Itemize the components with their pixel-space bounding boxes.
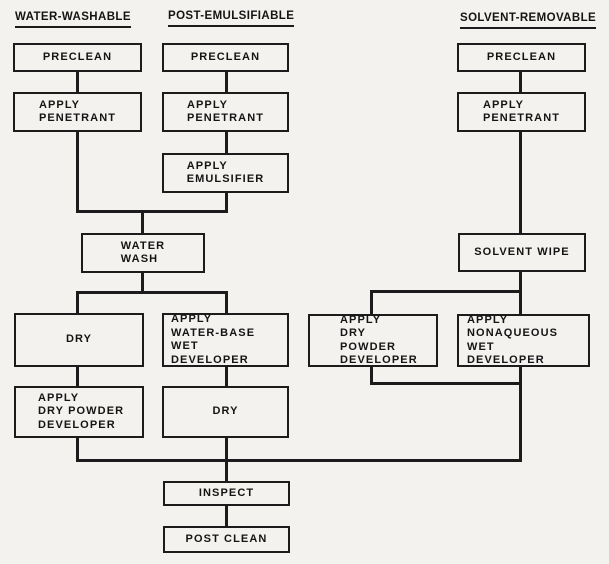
node-pe-apply-water-base-wet-developer: APPLY WATER-BASE WET DEVELOPER [162, 313, 289, 367]
connector-ww-dry-developer [76, 366, 79, 386]
node-ww-apply-penetrant: APPLY PENETRANT [13, 92, 142, 132]
node-label: APPLY PENETRANT [38, 98, 117, 125]
node-label: APPLY WATER-BASE WET DEVELOPER [171, 313, 256, 366]
node-label: PRECLEAN [190, 50, 261, 63]
node-label: APPLY NONAQUEOUS WET DEVELOPER [467, 313, 559, 367]
node-sr-apply-dry-powder-developer: APPLY DRY POWDER DEVELOPER [308, 314, 438, 367]
connector-ww-preclean-penetrant [76, 72, 79, 92]
connector-water-wash-split [76, 291, 228, 294]
node-label: DRY [212, 405, 239, 418]
connector-ww-penetrant-down [76, 132, 79, 213]
connector-bottom-collector [76, 459, 522, 462]
node-pe-apply-emulsifier: APPLY EMULSIFIER [162, 153, 289, 193]
node-sr-preclean: PRECLEAN [457, 43, 586, 72]
node-sr-solvent-wipe: SOLVENT WIPE [458, 233, 586, 272]
node-label: DRY [65, 333, 93, 346]
connector-pe-penetrant-emulsifier [225, 132, 228, 153]
node-label: PRECLEAN [486, 50, 557, 63]
node-label: APPLY PENETRANT [482, 98, 561, 125]
connector-split-to-sr-dry-powder [370, 290, 373, 314]
connector-sr-penetrant-solvent-wipe [519, 132, 522, 233]
connector-sr-to-collector [519, 382, 522, 462]
connector-sr-dry-powder-down [370, 367, 373, 385]
node-label: APPLY DRY POWDER DEVELOPER [340, 313, 418, 367]
connector-split-to-pe-wet-developer [225, 291, 228, 313]
node-label: APPLY PENETRANT [186, 98, 265, 125]
node-ww-preclean: PRECLEAN [13, 43, 142, 72]
connector-sr-split [370, 290, 522, 293]
node-label: APPLY EMULSIFIER [186, 159, 265, 186]
connector-split-to-ww-dry [76, 291, 79, 313]
connector-pe-emulsifier-down [225, 193, 228, 213]
node-pe-apply-penetrant: APPLY PENETRANT [162, 92, 289, 132]
node-pe-preclean: PRECLEAN [162, 43, 289, 72]
connector-inspect-post-clean [225, 506, 228, 526]
node-water-wash: WATER WASH [81, 233, 205, 273]
node-label: POST CLEAN [185, 532, 268, 545]
node-label: SOLVENT WIPE [474, 245, 570, 258]
node-post-clean: POST CLEAN [163, 526, 290, 553]
column-header-solvent-removable: SOLVENT-REMOVABLE [460, 12, 597, 29]
connector-sr-nonaqueous-down [519, 367, 522, 385]
column-header-water-washable: WATER-WASHABLE [15, 11, 131, 28]
node-ww-apply-dry-powder-developer: APPLY DRY POWDER DEVELOPER [14, 386, 144, 438]
connector-water-wash-down [141, 273, 144, 293]
connector-pe-developer-dry [225, 367, 228, 386]
node-label: APPLY DRY POWDER DEVELOPER [38, 391, 125, 431]
node-label: PRECLEAN [42, 50, 113, 63]
node-pe-dry: DRY [162, 386, 289, 438]
connector-sr-merge [370, 382, 522, 385]
node-ww-dry: DRY [14, 313, 144, 367]
node-sr-apply-nonaqueous-wet-developer: APPLY NONAQUEOUS WET DEVELOPER [457, 314, 590, 367]
connector-sr-preclean-penetrant [519, 72, 522, 92]
connector-drop-water-wash [141, 210, 144, 233]
column-header-post-emulsifiable: POST-EMULSIFIABLE [168, 10, 295, 27]
connector-merge-to-water-wash [76, 210, 228, 213]
node-label: WATER WASH [120, 239, 166, 266]
connector-pe-preclean-penetrant [225, 72, 228, 92]
connector-ww-to-collector [76, 438, 79, 462]
node-inspect: INSPECT [163, 481, 290, 506]
connector-solvent-wipe-down [519, 272, 522, 314]
node-sr-apply-penetrant: APPLY PENETRANT [457, 92, 586, 132]
node-label: INSPECT [198, 486, 255, 499]
